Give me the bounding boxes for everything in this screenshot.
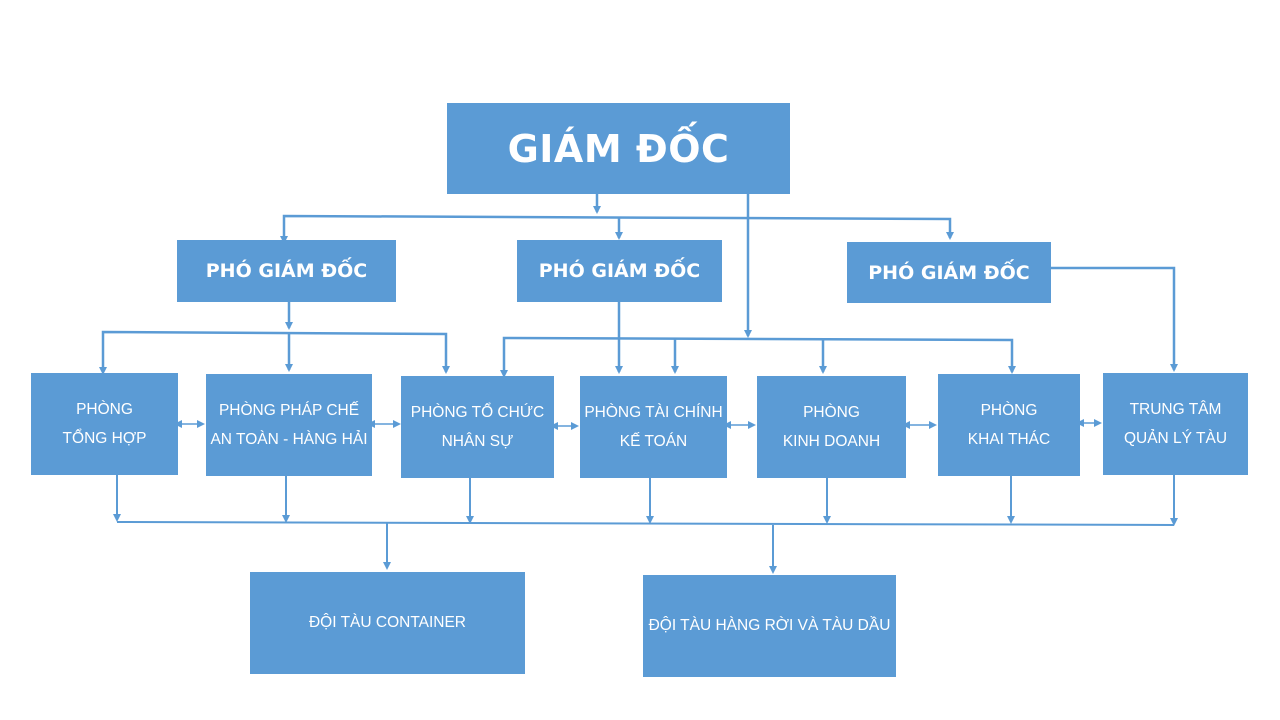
dept-box-operations: PHÒNG KHAI THÁC	[938, 374, 1080, 476]
edge-bottom-bus	[116, 521, 1175, 526]
dept-box-legal-safety: PHÒNG PHÁP CHẾ AN TOÀN - HÀNG HẢI	[206, 374, 372, 476]
dept-box-ship-management: TRUNG TÂM QUẢN LÝ TÀU	[1103, 373, 1248, 475]
edge-deputy-1-bus	[99, 330, 450, 375]
edge-director-bus-depts	[500, 336, 1016, 378]
edge-deputy-3-ship-mgmt	[1050, 266, 1178, 372]
deputy-box-2: PHÓ GIÁM ĐỐC	[517, 240, 722, 302]
director-box: GIÁM ĐỐC	[447, 103, 790, 194]
deputy-label: PHÓ GIÁM ĐỐC	[538, 260, 701, 282]
fleet-box-container: ĐỘI TÀU CONTAINER	[250, 572, 525, 674]
fleet-label: ĐỘI TÀU CONTAINER	[308, 614, 467, 631]
dept-box-general: PHÒNG TỔNG HỢP	[31, 373, 178, 475]
director-label: GIÁM ĐỐC	[507, 126, 730, 171]
deputy-box-1: PHÓ GIÁM ĐỐC	[177, 240, 396, 302]
deputy-box-3: PHÓ GIÁM ĐỐC	[847, 242, 1051, 303]
fleet-label: ĐỘI TÀU HÀNG RỜI VÀ TÀU DẦU	[648, 617, 891, 634]
fleet-box-bulk-tanker: ĐỘI TÀU HÀNG RỜI VÀ TÀU DẦU	[643, 575, 896, 677]
dept-label: PHÒNG TỔNG HỢP	[62, 401, 147, 447]
dept-label: PHÒNG KHAI THÁC	[967, 402, 1051, 448]
deputy-label: PHÓ GIÁM ĐỐC	[205, 260, 368, 282]
dept-label: PHÒNG PHÁP CHẾ AN TOÀN - HÀNG HẢI	[210, 402, 368, 448]
deputy-label: PHÓ GIÁM ĐỐC	[868, 261, 1030, 284]
edge-deputy-bus	[280, 214, 954, 244]
dept-label: TRUNG TÂM QUẢN LÝ TÀU	[1123, 401, 1228, 447]
dept-box-finance: PHÒNG TÀI CHÍNH KẾ TOÁN	[580, 376, 727, 478]
dept-label: PHÒNG TÀI CHÍNH KẾ TOÁN	[584, 404, 723, 450]
dept-label: PHÒNG KINH DOANH	[782, 404, 881, 450]
dept-box-hr: PHÒNG TỔ CHỨC NHÂN SỰ	[401, 376, 554, 478]
dept-label: PHÒNG TỔ CHỨC NHÂN SỰ	[410, 404, 545, 450]
dept-box-business: PHÒNG KINH DOANH	[757, 376, 906, 478]
